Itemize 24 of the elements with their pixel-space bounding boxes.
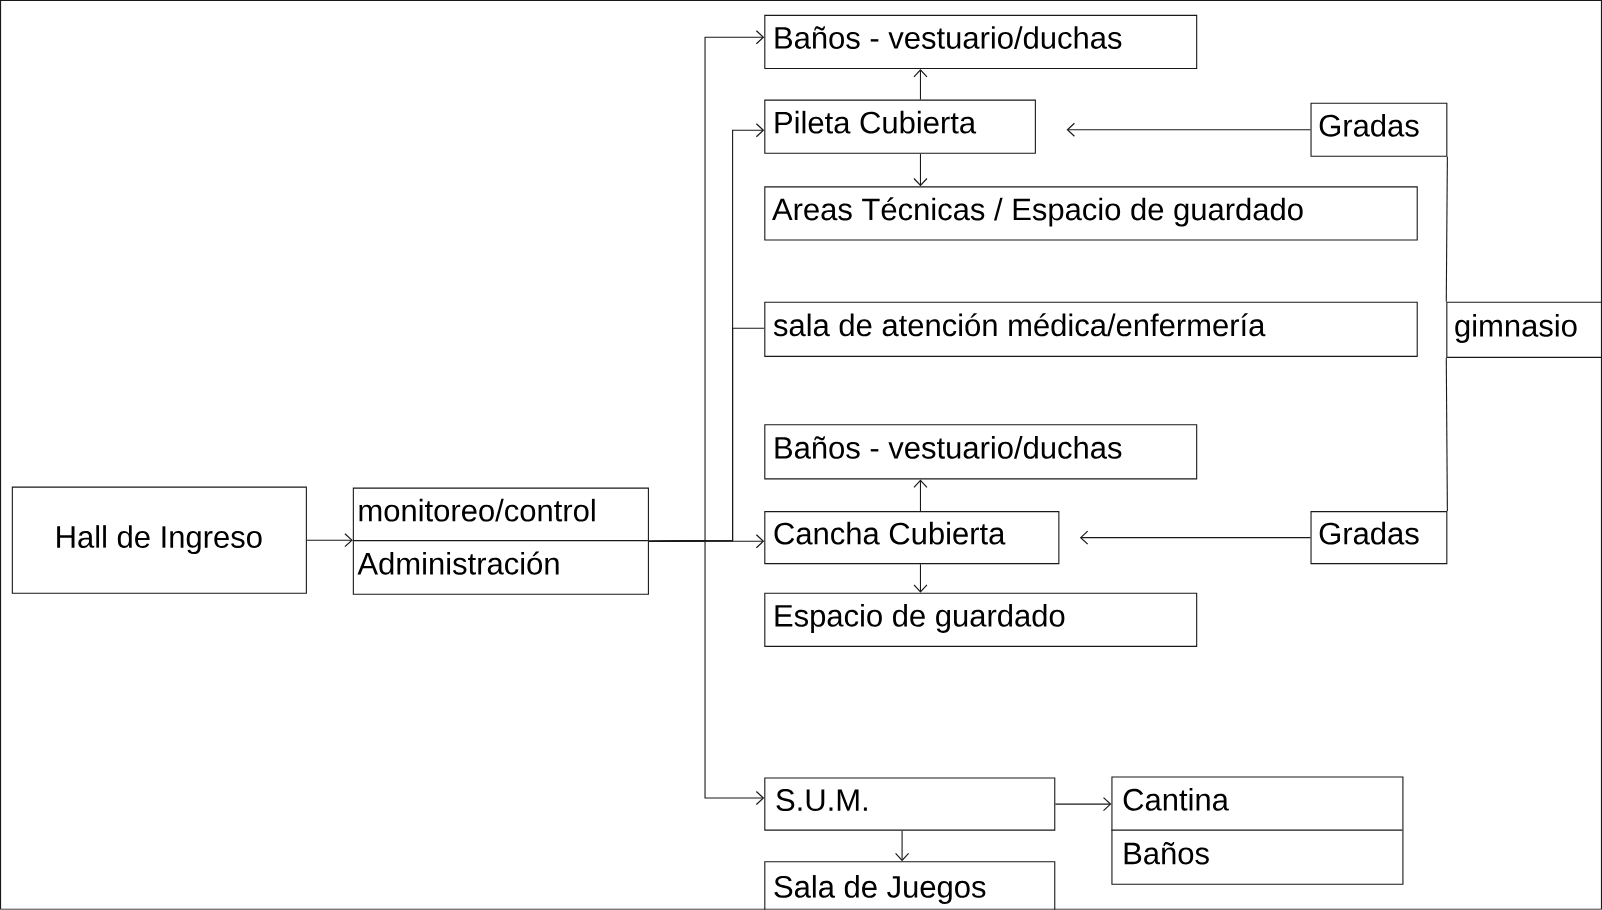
arrow	[913, 563, 928, 593]
arrow	[895, 830, 910, 862]
arrow	[913, 69, 928, 101]
room-box: Espacio de guardado	[764, 592, 1198, 647]
room-box: Areas Técnicas / Espacio de guardado	[764, 186, 1418, 241]
room-box: Cancha Cubierta	[764, 511, 1060, 565]
arrow	[1054, 797, 1112, 812]
room-box: Sala de Juegos	[764, 861, 1056, 910]
arrow	[913, 479, 928, 512]
arrow	[1079, 530, 1312, 545]
room-box: Baños - vestuario/duchas	[764, 424, 1198, 480]
arrow	[1066, 122, 1312, 137]
arrow	[913, 153, 928, 187]
room-box: Baños - vestuario/duchas	[764, 14, 1198, 70]
room-box: gimnasio	[1446, 301, 1602, 359]
room-box: Gradas	[1310, 102, 1448, 157]
room-box: sala de atención médica/enfermería	[764, 301, 1418, 358]
room-box: Pileta Cubierta	[764, 99, 1036, 154]
room-box: S.U.M.	[764, 777, 1056, 831]
room-box: Cantina Baños	[1110, 776, 1404, 885]
room-box: Hall de Ingreso	[11, 486, 307, 594]
room-box: monitoreo/control Administración	[352, 487, 649, 595]
arrow	[306, 533, 353, 548]
room-box: Gradas	[1310, 511, 1448, 565]
